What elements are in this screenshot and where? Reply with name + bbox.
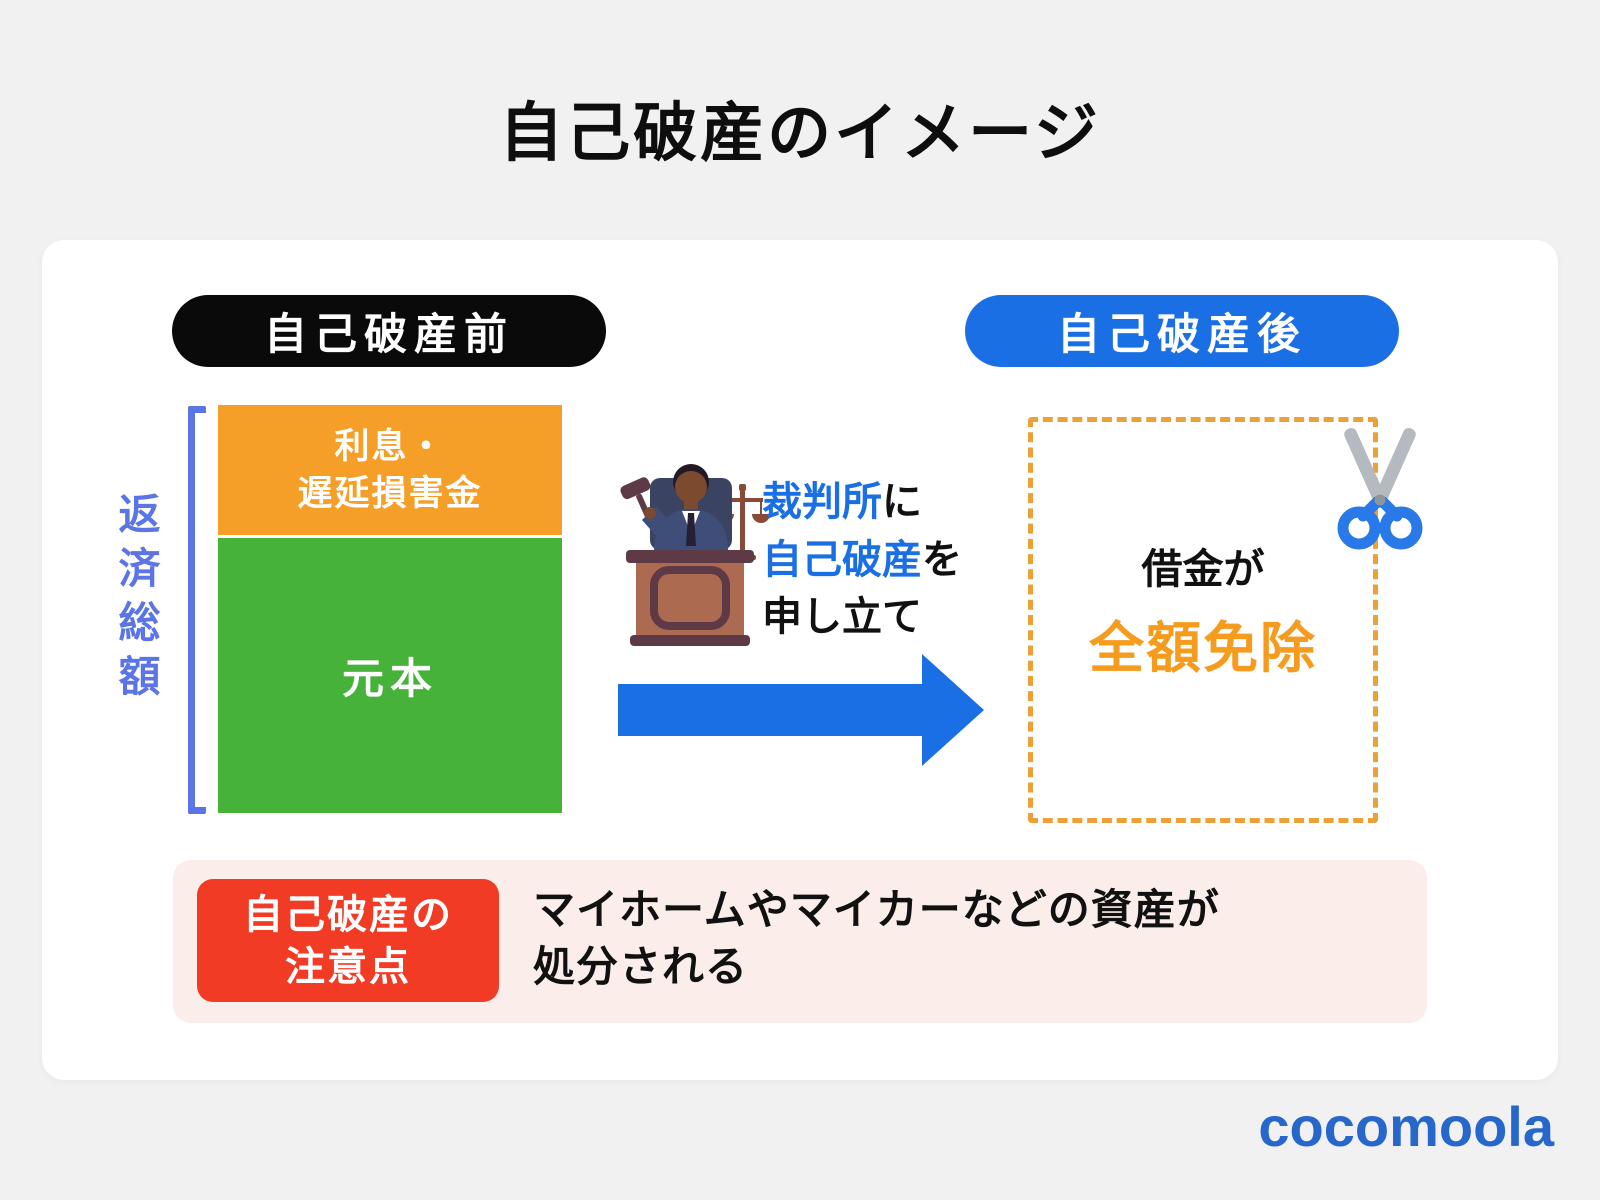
debt-stacked-bar: 利息・ 遅延損害金 元本 [218,405,562,813]
filing-text-line3: 申し立て [762,595,922,640]
caution-text-line2: 処分される [533,943,749,991]
cocomoola-logo: cocomoola [1258,1095,1554,1158]
line1-particle: に [882,480,922,524]
interest-segment: 利息・ 遅延損害金 [218,405,562,535]
principal-segment-label: 元本 [341,655,438,702]
caution-badge: 自己破産の 注意点 [197,879,499,1002]
scissors-icon [1337,428,1423,550]
exemption-result-line2: 全額免除 [1088,617,1317,679]
bracket-icon [188,406,206,814]
line2-particle: を [922,537,962,582]
interest-segment-label-line2: 遅延損害金 [297,474,483,513]
total-repayment-label: 返済総額 [113,492,160,708]
caution-text-line1: マイホームやマイカーなどの資産が [533,886,1220,933]
debt-exempt-dashed-box [1028,417,1378,823]
after-bankruptcy-label: 自己破産後 [1057,311,1307,359]
page-title: 自己破産のイメージ [499,97,1101,169]
after-bankruptcy-pill: 自己破産後 [965,295,1399,367]
filing-text-line1: 裁判所に [762,474,962,532]
right-arrow-icon [618,654,984,766]
caution-banner: 自己破産の 注意点 マイホームやマイカーなどの資産が 処分される [173,860,1427,1023]
before-bankruptcy-label: 自己破産前 [264,311,514,359]
filing-text-line2: 自己破産を [762,532,962,590]
bankruptcy-highlight: 自己破産 [762,537,922,582]
court-highlight: 裁判所 [762,480,882,524]
caution-text: マイホームやマイカーなどの資産が 処分される [533,881,1220,995]
exemption-result-line1: 借金が [1141,546,1265,592]
before-bankruptcy-pill: 自己破産前 [172,295,606,367]
main-card: 自己破産前 自己破産後 返済総額 利息・ 遅延損害金 元本 [42,240,1558,1080]
principal-segment: 元本 [218,538,562,813]
caution-badge-line1: 自己破産の [243,892,453,937]
filing-text: 裁判所に 自己破産を 申し立て [762,474,962,647]
interest-segment-label-line1: 利息・ [334,426,446,466]
caution-badge-line2: 注意点 [285,944,411,989]
exemption-result: 借金が 全額免除 [1028,535,1378,683]
judge-at-podium-icon [620,464,770,646]
